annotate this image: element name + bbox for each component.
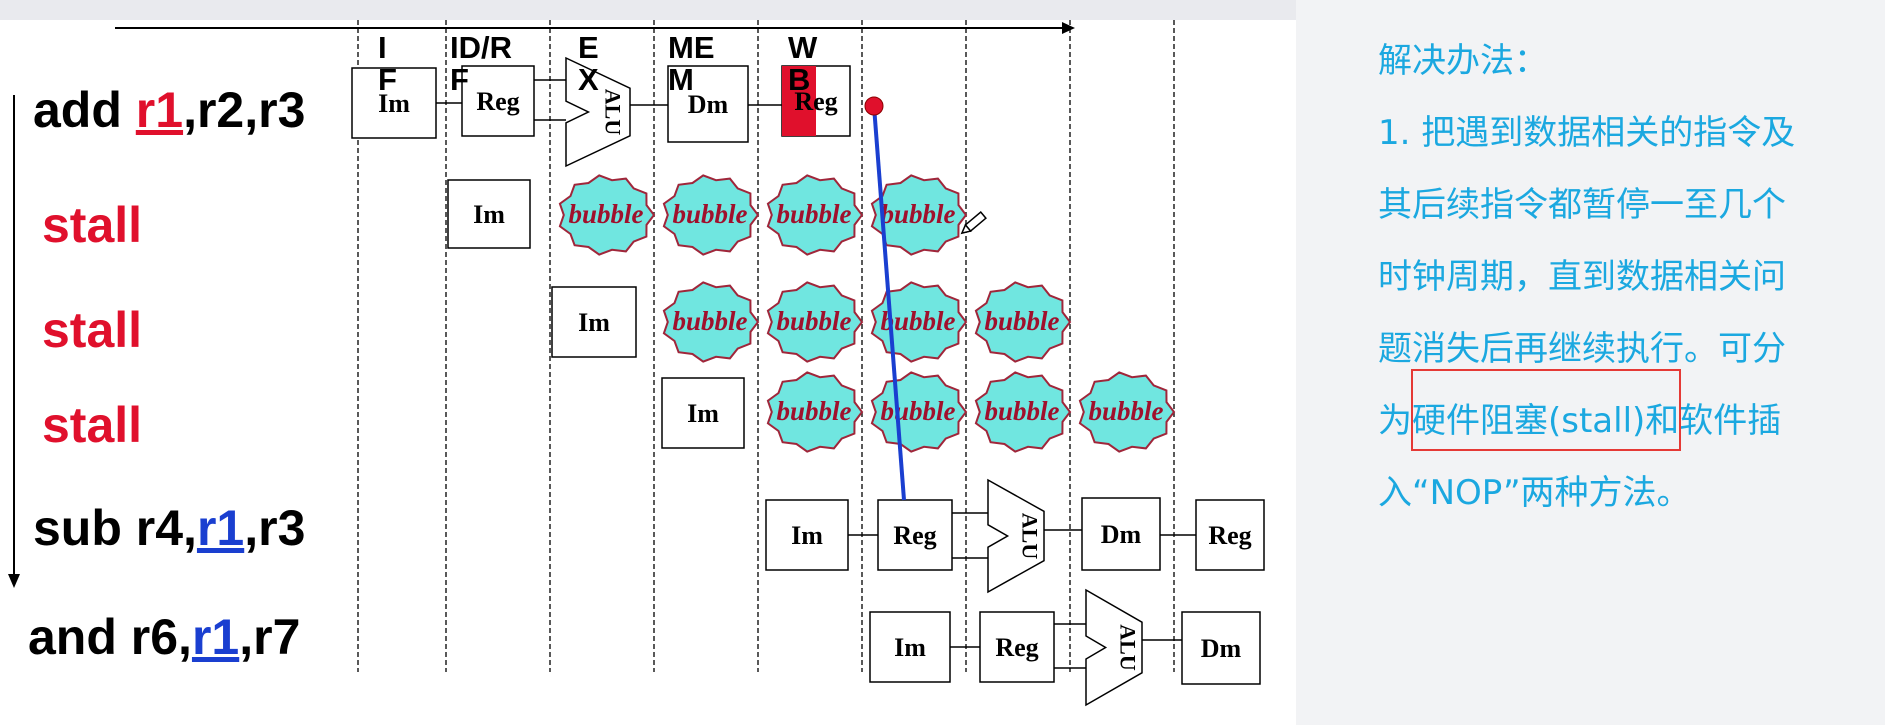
note-line: 入“NOP”两种方法。 xyxy=(1378,473,1691,513)
register-write-unit: Reg xyxy=(781,65,851,137)
instruction-memory-unit: Im xyxy=(765,499,849,571)
svg-text:Dm: Dm xyxy=(1101,520,1142,549)
note-line: 为硬件阻塞(stall)和软件插 xyxy=(1378,401,1782,441)
svg-text:Im: Im xyxy=(687,399,719,428)
note-line: 1. 把遇到数据相关的指令及 xyxy=(1378,113,1796,153)
instruction-stall-1: stall xyxy=(42,197,143,253)
svg-text:bubble: bubble xyxy=(672,306,747,336)
svg-text:bubble: bubble xyxy=(880,199,955,229)
instruction-sub: sub r4,r1,r3 xyxy=(33,500,306,556)
svg-text:Reg: Reg xyxy=(995,633,1038,662)
instruction-add: add r1,r2,r3 xyxy=(33,82,306,138)
data-memory-unit: Dm xyxy=(1081,497,1161,571)
svg-text:Dm: Dm xyxy=(1201,634,1242,663)
svg-text:Im: Im xyxy=(894,633,926,662)
svg-text:Reg: Reg xyxy=(794,87,837,116)
instruction-and: and r6,r1,r7 xyxy=(28,609,301,665)
svg-text:bubble: bubble xyxy=(776,199,851,229)
hazard-register: r1 xyxy=(196,500,245,556)
svg-text:ALU: ALU xyxy=(601,89,626,136)
instruction-memory-unit: Im xyxy=(351,67,437,139)
bubble: bubble xyxy=(662,281,760,363)
instruction-stall-3: stall xyxy=(42,397,143,453)
svg-text:bubble: bubble xyxy=(776,306,851,336)
svg-text:bubble: bubble xyxy=(984,306,1059,336)
instruction-memory-unit: Im xyxy=(869,611,951,683)
svg-text:bubble: bubble xyxy=(672,199,747,229)
instruction-memory-unit: Im xyxy=(551,286,637,358)
svg-text:Im: Im xyxy=(791,521,823,550)
bubble: bubble xyxy=(870,281,968,363)
svg-text:ALU: ALU xyxy=(1116,624,1141,671)
svg-text:Reg: Reg xyxy=(1208,521,1251,550)
data-memory-unit: Dm xyxy=(667,65,749,143)
note-line: 时钟周期，直到数据相关问 xyxy=(1378,257,1786,297)
bubble: bubble xyxy=(766,174,864,256)
alu-unit: ALU xyxy=(565,56,631,168)
svg-text:Im: Im xyxy=(378,89,410,118)
register-file-unit: Reg xyxy=(979,611,1055,683)
svg-text:Im: Im xyxy=(578,308,610,337)
alu-unit: ALU xyxy=(987,478,1045,594)
svg-text:Reg: Reg xyxy=(476,87,519,116)
note-line: 解决办法： xyxy=(1378,41,1548,81)
bubble: bubble xyxy=(1078,371,1176,453)
svg-text:Im: Im xyxy=(473,200,505,229)
note-line: 题消失后再继续执行。可分 xyxy=(1378,329,1786,369)
instruction-memory-unit: Im xyxy=(447,179,531,249)
stall-highlight-box xyxy=(1411,369,1681,451)
register-file-unit: Reg xyxy=(877,499,953,571)
bubble: bubble xyxy=(974,371,1072,453)
bubble: bubble xyxy=(766,281,864,363)
svg-text:ALU: ALU xyxy=(1018,513,1043,560)
svg-text:Dm: Dm xyxy=(688,90,729,119)
forwarding-path xyxy=(864,96,906,501)
notes-panel xyxy=(1296,0,1885,725)
bubble: bubble xyxy=(870,174,968,256)
svg-text:Reg: Reg xyxy=(893,521,936,550)
instruction-axis-arrow xyxy=(8,574,20,588)
svg-text:bubble: bubble xyxy=(1088,396,1163,426)
hazard-register: r1 xyxy=(191,609,240,665)
svg-text:bubble: bubble xyxy=(568,199,643,229)
note-line: 其后续指令都暂停一至几个 xyxy=(1378,185,1786,225)
register-write-unit: Reg xyxy=(1195,499,1265,571)
svg-text:bubble: bubble xyxy=(776,396,851,426)
data-memory-unit: Dm xyxy=(1181,611,1261,685)
alu-unit: ALU xyxy=(1085,588,1143,707)
solution-notes: 解决办法： 1. 把遇到数据相关的指令及 其后续指令都暂停一至几个 时钟周期，直… xyxy=(1378,25,1878,529)
bubble: bubble xyxy=(558,174,656,256)
pen-cursor-icon xyxy=(960,211,987,235)
time-axis-arrow xyxy=(1062,22,1075,34)
hazard-register: r1 xyxy=(135,82,184,138)
bubble: bubble xyxy=(870,371,968,453)
svg-text:bubble: bubble xyxy=(984,396,1059,426)
bubble: bubble xyxy=(662,174,760,256)
instruction-stall-2: stall xyxy=(42,302,143,358)
bubble: bubble xyxy=(974,281,1072,363)
bubble: bubble xyxy=(766,371,864,453)
register-file-unit: Reg xyxy=(461,65,535,137)
instruction-memory-unit: Im xyxy=(661,377,745,449)
svg-text:bubble: bubble xyxy=(880,396,955,426)
